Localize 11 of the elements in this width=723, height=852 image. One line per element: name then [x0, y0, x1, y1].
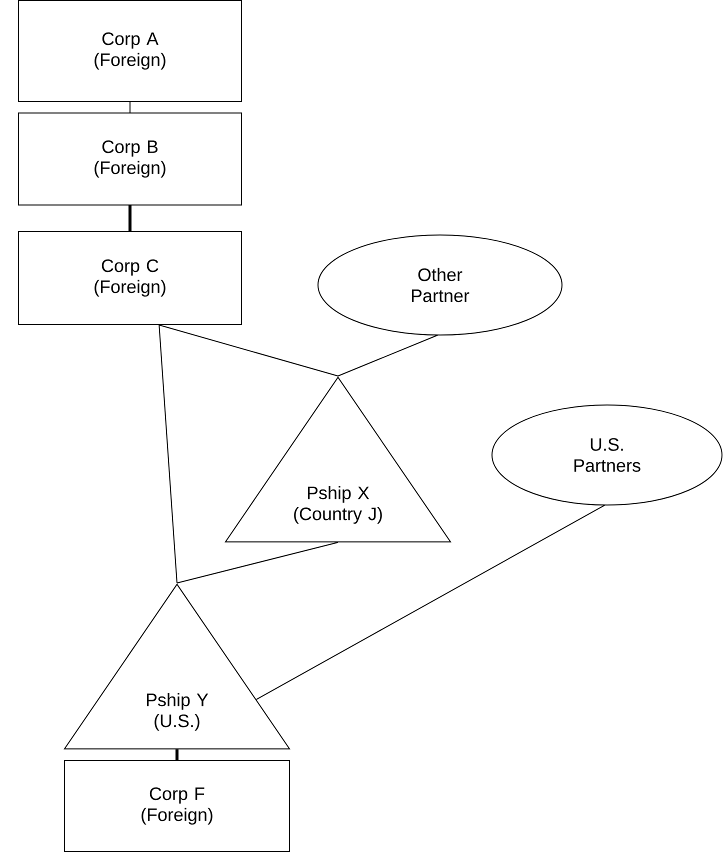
connector-line: [158, 324, 178, 584]
company-box: Corp F (Foreign): [64, 760, 290, 852]
connector-line: [176, 542, 338, 584]
connector-line: [176, 749, 178, 760]
company-box: Corp A (Foreign): [18, 0, 242, 102]
connector-line: [256, 504, 606, 700]
connector-line: [158, 324, 338, 376]
connector-line: [128, 206, 132, 231]
company-box: Corp B (Foreign): [18, 112, 242, 206]
company-box: Corp C (Foreign): [18, 231, 242, 325]
connector-line: [338, 334, 438, 376]
